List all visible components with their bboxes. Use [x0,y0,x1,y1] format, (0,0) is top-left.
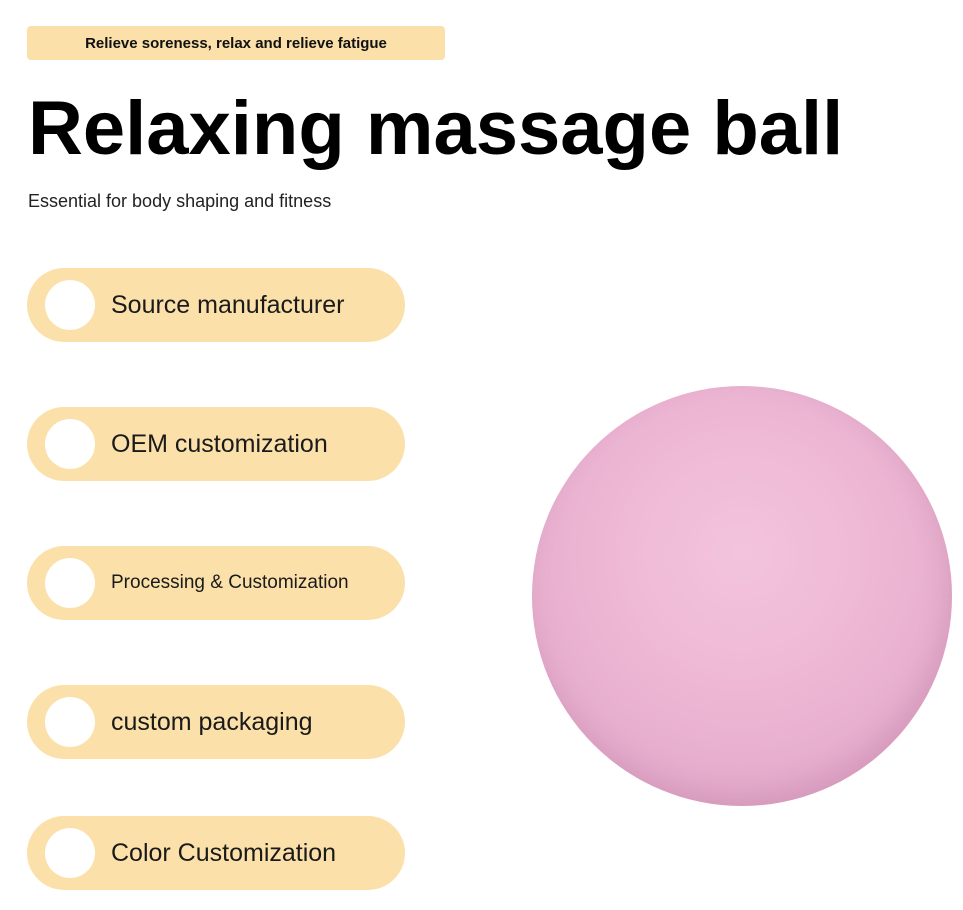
feature-label: Source manufacturer [111,290,345,319]
page-title: Relaxing massage ball [28,86,844,171]
tagline-badge: Relieve soreness, relax and relieve fati… [27,26,445,60]
feature-item-source-manufacturer: Source manufacturer [27,268,405,342]
feature-item-custom-packaging: custom packaging [27,685,405,759]
tagline-text: Relieve soreness, relax and relieve fati… [85,34,387,52]
page-subtitle: Essential for body shaping and fitness [28,191,332,211]
feature-label: OEM customization [111,429,328,458]
feature-item-processing-customization: Processing & Customization [27,546,405,620]
bullet-circle-icon [45,558,95,608]
bullet-circle-icon [45,280,95,330]
feature-item-oem-customization: OEM customization [27,407,405,481]
feature-item-color-customization: Color Customization [27,816,405,890]
feature-label: Processing & Customization [111,572,349,593]
bullet-circle-icon [45,419,95,469]
feature-label: Color Customization [111,838,337,867]
bullet-circle-icon [45,828,95,878]
product-image [532,386,952,806]
feature-label: custom packaging [111,707,313,736]
bullet-circle-icon [45,697,95,747]
pink-massage-ball-image [532,386,952,806]
